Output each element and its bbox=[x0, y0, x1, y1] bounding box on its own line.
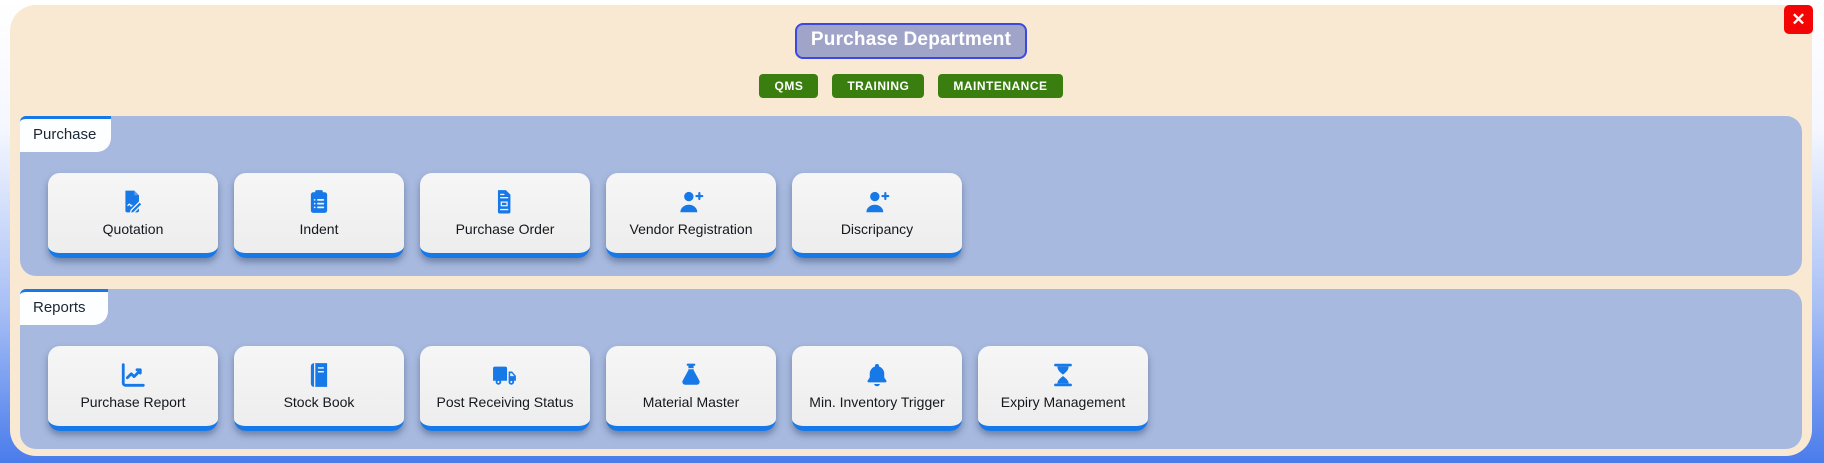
reports-cards-row: Purchase Report Stock Book Pos bbox=[20, 325, 1802, 449]
header: Purchase Department bbox=[10, 5, 1812, 59]
clipboard-list-icon bbox=[310, 190, 328, 213]
close-icon: ✕ bbox=[1791, 10, 1806, 29]
card-indent[interactable]: Indent bbox=[234, 173, 404, 258]
card-label: Vendor Registration bbox=[629, 221, 753, 237]
card-purchase-report[interactable]: Purchase Report bbox=[48, 346, 218, 431]
purchase-cards-row: Quotation Indent Purchase Orde bbox=[20, 152, 1802, 276]
qms-button[interactable]: QMS bbox=[759, 74, 819, 98]
card-label: Stock Book bbox=[283, 394, 355, 410]
tab-reports[interactable]: Reports bbox=[20, 289, 108, 325]
flask-icon bbox=[682, 363, 700, 385]
page-title: Purchase Department bbox=[794, 23, 1028, 59]
card-label: Indent bbox=[299, 221, 339, 237]
tab-purchase[interactable]: Purchase bbox=[20, 116, 112, 152]
maintenance-button[interactable]: MAINTENANCE bbox=[938, 74, 1063, 98]
card-purchase-order[interactable]: Purchase Order bbox=[420, 173, 590, 258]
truck-icon bbox=[492, 366, 516, 385]
user-plus-icon bbox=[680, 191, 704, 213]
card-label: Min. Inventory Trigger bbox=[809, 394, 945, 410]
card-label: Post Receiving Status bbox=[436, 393, 574, 410]
purchase-section: Purchase Quotation Indent bbox=[20, 116, 1802, 276]
close-button[interactable]: ✕ bbox=[1784, 5, 1813, 34]
app-container: ✕ Purchase Department QMS TRAINING MAINT… bbox=[10, 5, 1813, 456]
card-post-receiving-status[interactable]: Post Receiving Status bbox=[420, 346, 590, 431]
card-label: Quotation bbox=[102, 221, 164, 237]
book-icon bbox=[310, 363, 328, 387]
card-min-inventory-trigger[interactable]: Min. Inventory Trigger bbox=[792, 346, 962, 431]
card-stock-book[interactable]: Stock Book bbox=[234, 346, 404, 431]
card-material-master[interactable]: Material Master bbox=[606, 346, 776, 431]
card-label: Discripancy bbox=[840, 221, 914, 237]
card-expiry-management[interactable]: Expiry Management bbox=[978, 346, 1148, 431]
hourglass-icon bbox=[1054, 363, 1072, 387]
chart-line-icon bbox=[121, 363, 145, 387]
card-label: Material Master bbox=[642, 394, 740, 410]
card-discripancy[interactable]: Discripancy bbox=[792, 173, 962, 258]
reports-section: Reports Purchase Report Stock Book bbox=[20, 289, 1802, 449]
card-label: Purchase Order bbox=[455, 221, 555, 237]
card-quotation[interactable]: Quotation bbox=[48, 173, 218, 258]
file-pen-icon bbox=[125, 190, 144, 215]
card-label: Purchase Report bbox=[80, 394, 186, 410]
card-vendor-registration[interactable]: Vendor Registration bbox=[606, 173, 776, 258]
file-invoice-icon bbox=[497, 190, 511, 214]
bell-icon bbox=[867, 363, 887, 387]
training-button[interactable]: TRAINING bbox=[832, 74, 925, 98]
nav-button-row: QMS TRAINING MAINTENANCE bbox=[10, 74, 1812, 98]
user-plus-icon bbox=[866, 191, 890, 213]
card-label: Expiry Management bbox=[1000, 394, 1126, 410]
